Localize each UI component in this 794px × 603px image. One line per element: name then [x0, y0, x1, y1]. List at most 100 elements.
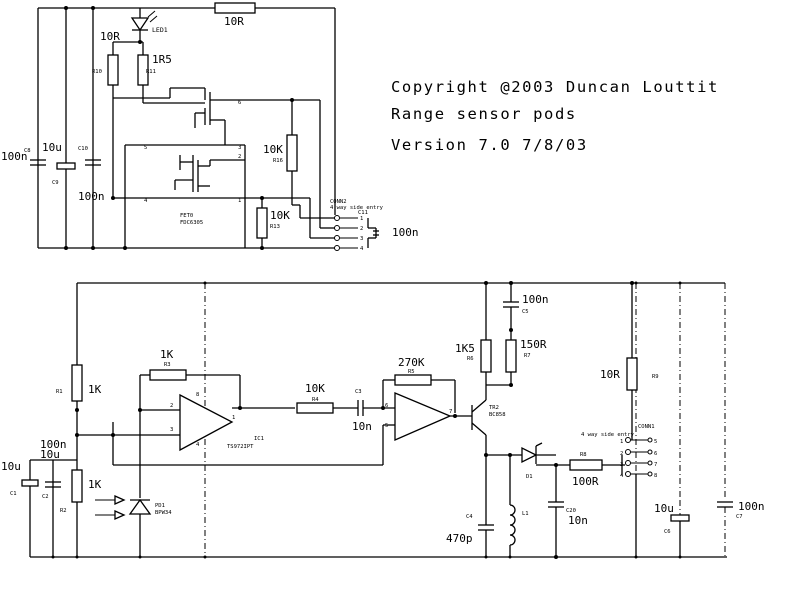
- conn1-desc: 4 way side entry: [581, 432, 635, 438]
- pd1-ref: PD1: [155, 503, 165, 509]
- cap-c6-electrolytic: [670, 514, 690, 522]
- bottom-circuit: R1 1K 100n 10u C1 10u C2 1K R2 1K R3: [1, 281, 765, 559]
- light-arrow-icon: [114, 509, 126, 521]
- conn1-pin: [625, 460, 631, 466]
- svg-text:1: 1: [232, 415, 235, 421]
- c3-value: 10n: [352, 420, 372, 433]
- resistor-r2: [71, 469, 83, 503]
- connector-conn2: CONN2 4 way side entry C11 1 2 3 4 100n: [330, 199, 419, 252]
- copyright-line: Copyright @2003 Duncan Louttit: [391, 78, 719, 96]
- c1-value: 10u: [1, 460, 21, 473]
- r8-value: 100R: [572, 475, 599, 488]
- c20-value: 10n: [568, 514, 588, 527]
- conn2-pin: [334, 215, 340, 221]
- svg-text:2: 2: [170, 403, 173, 409]
- svg-text:8: 8: [196, 392, 199, 398]
- r11-value: 1R5: [152, 53, 172, 66]
- c9-value: 10u: [42, 141, 62, 154]
- opamp-ic1: [179, 393, 234, 452]
- svg-text:4: 4: [144, 198, 148, 204]
- r11-ref: R11: [146, 69, 156, 75]
- c6-value: 10u: [654, 502, 674, 515]
- c7-ref: C7: [736, 514, 743, 520]
- svg-text:4: 4: [360, 246, 364, 252]
- inductor-l1: [509, 504, 516, 546]
- resistor-r7: [505, 339, 517, 373]
- c11-ref: C11: [358, 210, 368, 216]
- c8-ref: C8: [24, 148, 31, 154]
- c4-value: 470p: [446, 532, 473, 545]
- r10-ref: R10: [92, 69, 102, 75]
- svg-text:1: 1: [360, 216, 363, 222]
- c7-value: 100n: [738, 500, 765, 513]
- svg-text:1: 1: [238, 198, 241, 204]
- resistor-10r-top: [214, 2, 256, 14]
- conn1-pin: [625, 449, 631, 455]
- r4-ref: R4: [312, 397, 319, 403]
- svg-text:8: 8: [654, 473, 657, 479]
- c2-ref: C2: [42, 494, 49, 500]
- r3-ref: R3: [164, 362, 171, 368]
- svg-text:7: 7: [449, 409, 452, 415]
- svg-text:2: 2: [238, 154, 241, 160]
- fet-part: FDC6305: [180, 220, 203, 226]
- r2-value: 1K: [88, 478, 102, 491]
- r16-value: 10K: [263, 143, 283, 156]
- photodiode-pd1: [128, 498, 152, 515]
- resistor-r16: [286, 134, 298, 172]
- conn1-pin: [625, 437, 631, 443]
- cap-c9-electrolytic: [56, 162, 76, 170]
- c5-ref: C5: [522, 309, 529, 315]
- resistor-r1: [71, 364, 83, 402]
- svg-text:6: 6: [654, 451, 657, 457]
- led-ray-icon: [149, 15, 158, 23]
- input-cap-value: 100n: [40, 438, 67, 451]
- conn1-pin: [625, 471, 631, 477]
- svg-text:2: 2: [620, 451, 623, 457]
- conn2-desc: 4 way side entry: [330, 205, 384, 211]
- c2-value: 10u: [40, 448, 60, 461]
- c3-ref: C3: [355, 389, 362, 395]
- r9-value: 10R: [600, 368, 620, 381]
- resistor-r6: [480, 339, 492, 373]
- resistor-r4: [296, 402, 334, 414]
- r7-value: 150R: [520, 338, 547, 351]
- connector-conn1: CONN1 4 way side entry 1 2 3 4 5 6 7 8: [581, 424, 657, 557]
- svg-text:4: 4: [196, 442, 200, 448]
- r2-ref: R2: [60, 508, 67, 514]
- svg-text:5: 5: [385, 423, 388, 429]
- ic1-ref: IC1: [254, 436, 264, 442]
- svg-text:5: 5: [654, 439, 657, 445]
- resistor-r9: [626, 357, 638, 391]
- c20-ref: C20: [566, 508, 576, 514]
- tr2-part: BC858: [489, 412, 506, 418]
- c4-ref: C4: [466, 514, 473, 520]
- c10-value: 100n: [78, 190, 105, 203]
- c9-ref: C9: [52, 180, 59, 186]
- r1-value: 1K: [88, 383, 102, 396]
- transistor-tr2: [471, 399, 487, 413]
- c11-value: 100n: [392, 226, 419, 239]
- svg-text:4: 4: [620, 473, 624, 479]
- l1-ref: L1: [522, 511, 529, 517]
- led-ray-icon: [147, 10, 156, 18]
- svg-text:3: 3: [620, 462, 623, 468]
- conn2-pin: [334, 225, 340, 231]
- conn2-pin: [334, 235, 340, 241]
- version-line: Version 7.0 7/8/03: [391, 136, 588, 154]
- r4-value: 10K: [305, 382, 325, 395]
- project-name: Range sensor pods: [391, 105, 577, 123]
- c5-value: 100n: [522, 293, 549, 306]
- svg-text:3: 3: [170, 427, 173, 433]
- svg-text:6: 6: [238, 100, 241, 106]
- r13-value: 10K: [270, 209, 290, 222]
- tr2-ref: TR2: [489, 405, 499, 411]
- r1-ref: R1: [56, 389, 63, 395]
- ic1-part: TS972IPT: [227, 444, 254, 450]
- r5-value: 270K: [398, 356, 425, 369]
- diode-d1: [521, 446, 538, 464]
- opamp-ic1b: [394, 392, 452, 441]
- title-block: Copyright @2003 Duncan Louttit Range sen…: [391, 78, 719, 154]
- resistor-r8: [569, 459, 603, 471]
